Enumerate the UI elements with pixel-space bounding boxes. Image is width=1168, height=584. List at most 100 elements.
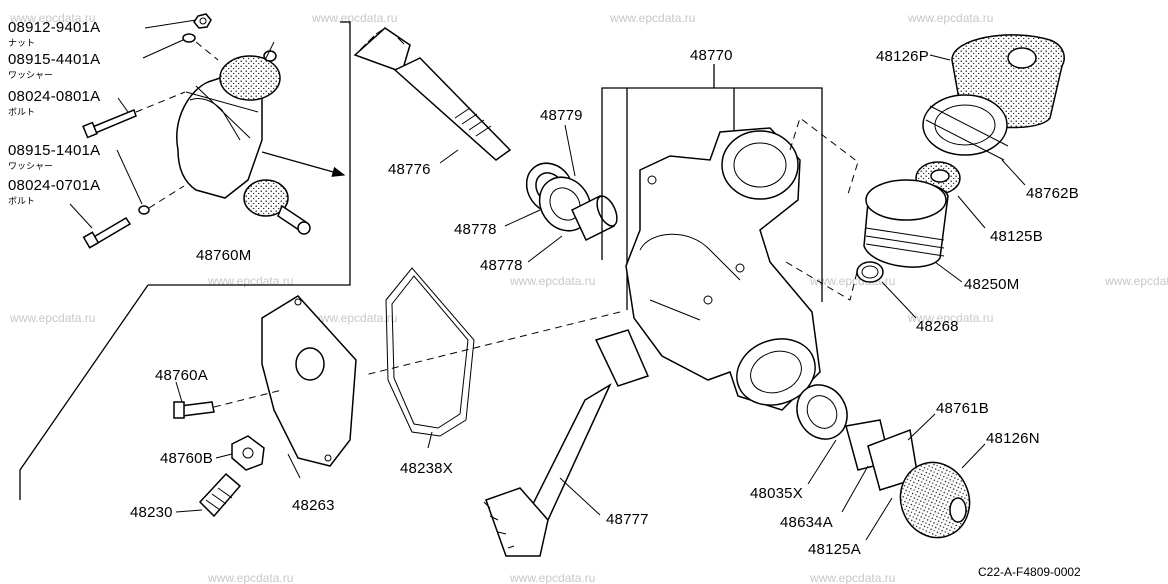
hardware-washer-08915-4401 (142, 33, 219, 61)
label-48230: 48230 (130, 504, 173, 521)
label-08024-0701A-sub: ボルト (8, 196, 35, 207)
assembly-guide (148, 185, 185, 209)
housing-arm (185, 85, 259, 139)
leader-line (957, 195, 986, 229)
label-48268: 48268 (916, 318, 959, 335)
hardware-washer-08915-1401 (116, 149, 185, 215)
label-48770: 48770 (690, 47, 733, 64)
assembly-axis (364, 311, 621, 376)
bolt-hole (294, 298, 302, 306)
label-48126P: 48126P (876, 48, 929, 65)
bolt-head (82, 121, 98, 139)
leader-line (961, 443, 986, 469)
watermark: www.epcdata.ru (207, 274, 293, 288)
watermark: www.epcdata.ru (207, 571, 293, 584)
label-08912-9401A: 08912-9401A (8, 19, 100, 36)
nut-icon (231, 435, 265, 471)
bolt-icon (90, 216, 132, 246)
leader-line (142, 39, 184, 59)
part-48268 (856, 261, 917, 319)
label-48777: 48777 (606, 511, 649, 528)
screw-threads (205, 487, 233, 511)
housing-bore-bottom-inner (750, 350, 802, 394)
assembly-guide (195, 41, 219, 61)
part-48238X (385, 267, 475, 449)
assembly-frame-leader (19, 284, 149, 500)
watermark: www.epcdata.ru (609, 11, 695, 25)
hardware-bolt-08024-0801 (82, 91, 186, 139)
label-48779: 48779 (540, 107, 583, 124)
label-48776: 48776 (388, 161, 431, 178)
part-48230 (175, 472, 242, 518)
shaft-end (297, 221, 311, 235)
adjusting-screw (198, 472, 242, 518)
leader-line (427, 431, 433, 449)
gasket-inner (391, 275, 469, 429)
label-48761B: 48761B (936, 400, 989, 417)
label-48760M: 48760M (196, 247, 251, 264)
lower-boot (243, 179, 289, 217)
part-48777 (364, 311, 650, 557)
cover-center-hole (295, 347, 325, 381)
assembly-48760M (19, 21, 351, 500)
bolt-hole (324, 454, 332, 462)
label-08915-4401A-sub: ワッシャー (8, 71, 53, 81)
label-48778-upper: 48778 (454, 221, 497, 238)
group-bracket (601, 87, 823, 302)
leader-line (807, 439, 837, 485)
watermark: www.epcdata.ru (9, 311, 95, 325)
bolt-hole (703, 295, 713, 305)
bolt-hole (735, 263, 745, 273)
label-48760A: 48760A (155, 367, 208, 384)
leader-line (881, 281, 917, 319)
part-48126N (899, 443, 986, 539)
assembly-guide (785, 261, 859, 301)
dust-boot-hole (949, 497, 967, 523)
lock-nut-flats (925, 105, 1009, 161)
leader-line (865, 497, 893, 541)
label-48762B: 48762B (1026, 185, 1079, 202)
label-08915-1401A-sub: ワッシャー (8, 162, 53, 172)
seal-hole (930, 169, 950, 183)
label-08024-0801A-sub: ボルト (8, 107, 35, 118)
assembly-top-cover (219, 55, 281, 101)
watermark: www.epcdata.ru (9, 11, 95, 25)
leader-line (504, 209, 541, 227)
part-48250M (863, 179, 963, 283)
label-48250M: 48250M (964, 276, 1019, 293)
needle-bearing-lower (594, 329, 650, 387)
label-48760B: 48760B (160, 450, 213, 467)
gear-teeth (483, 501, 515, 549)
label-48263: 48263 (292, 497, 335, 514)
label-08915-1401A: 08915-1401A (8, 142, 100, 159)
leader-line (934, 261, 963, 283)
label-08912-9401A-sub: ナット (8, 38, 35, 49)
washer-icon (182, 33, 196, 43)
label-08024-0801A: 08024-0801A (8, 88, 100, 105)
shaft-threads (454, 107, 492, 137)
bevel-gear-top (353, 27, 411, 73)
bolt-head (82, 231, 100, 249)
label-08915-4401A: 08915-4401A (8, 51, 100, 68)
o-ring-inner (861, 265, 879, 279)
ball-bearing-inner (806, 395, 838, 429)
bevel-gear-bottom (485, 487, 549, 557)
watermark: www.epcdata.ru (509, 571, 595, 584)
shaft-48776 (393, 57, 512, 161)
leader-line (69, 203, 93, 229)
tapered-bearing-inner (549, 187, 581, 221)
watermark: www.epcdata.ru (809, 571, 895, 584)
leader-line (1001, 159, 1026, 186)
adjuster-top-face (865, 179, 947, 221)
part-48776 (353, 27, 512, 164)
part-48125A (865, 497, 893, 541)
watermark: www.epcdata.ru (311, 11, 397, 25)
leader-line (175, 509, 203, 513)
leader-line (907, 413, 936, 441)
part-48770 (601, 64, 859, 411)
watermark: www.epcdata.ru (1104, 274, 1168, 288)
nut-hole (199, 17, 207, 25)
adjuster-threads (865, 227, 945, 257)
